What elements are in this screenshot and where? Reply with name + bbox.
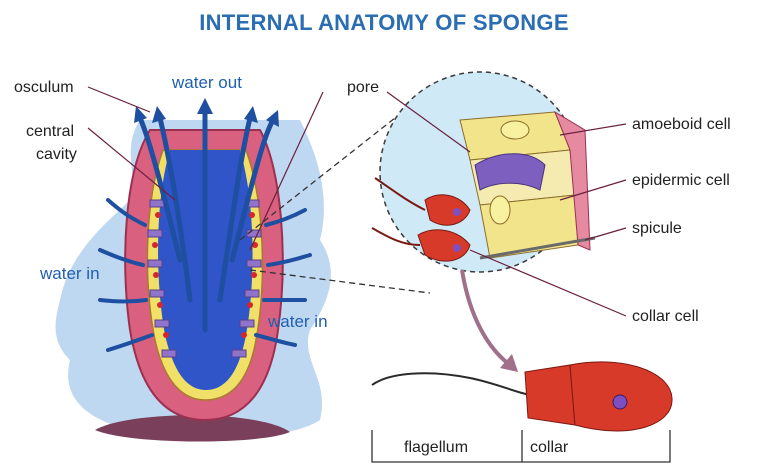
label-water-in-left: water in bbox=[40, 264, 100, 283]
leader-lines bbox=[87, 86, 627, 317]
diagram-title: INTERNAL ANATOMY OF SPONGE bbox=[199, 10, 569, 35]
magnifier-line-bottom bbox=[249, 269, 431, 294]
label-osculum: osculum bbox=[14, 79, 74, 96]
label-collar-cell: collar cell bbox=[632, 308, 699, 325]
enlarged-collar-cell bbox=[371, 361, 673, 432]
label-amoeboid-cell: amoeboid cell bbox=[632, 116, 731, 133]
label-flagellum: flagellum bbox=[404, 439, 469, 456]
water-in-arrows-left bbox=[98, 198, 154, 352]
label-collar: collar bbox=[530, 439, 569, 456]
amoeboid-dots bbox=[152, 212, 258, 338]
magnified-collar-cells bbox=[371, 177, 471, 262]
ground bbox=[95, 415, 290, 442]
label-central-cavity-1: central bbox=[26, 123, 75, 140]
label-water-in-right: water in bbox=[268, 312, 328, 331]
water-out-arrowheads bbox=[134, 98, 279, 127]
magnifier-line-top bbox=[239, 117, 396, 241]
bracket bbox=[371, 430, 671, 463]
water-out-arrows bbox=[137, 107, 275, 333]
water-in-arrows-right bbox=[254, 208, 312, 347]
tissue-block bbox=[459, 110, 596, 260]
label-water-out: water out bbox=[172, 73, 242, 92]
zoom-arrow bbox=[460, 269, 512, 367]
label-central-cavity-2: cavity bbox=[36, 146, 77, 163]
zoom-arrowhead bbox=[500, 354, 518, 372]
pore-channels bbox=[147, 199, 262, 358]
label-spicule: spicule bbox=[632, 220, 682, 237]
label-pore: pore bbox=[347, 79, 380, 96]
label-epidermic-cell: epidermic cell bbox=[632, 172, 730, 189]
